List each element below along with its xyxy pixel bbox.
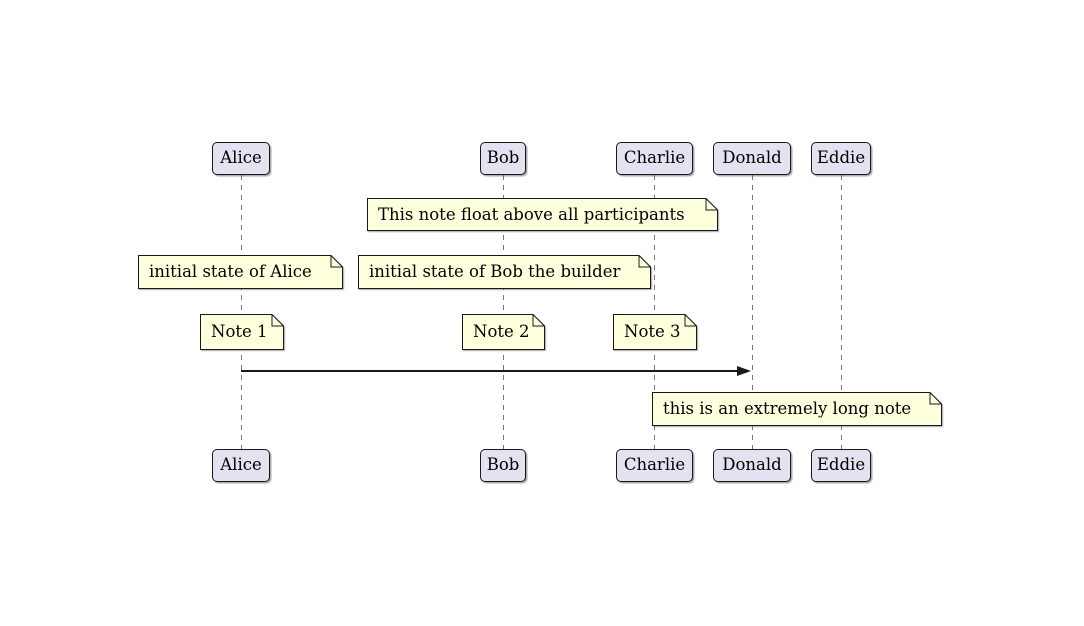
- note-3: Note 3: [613, 314, 697, 351]
- participant-bottom-bob: Bob: [480, 449, 526, 482]
- participant-top-bob: Bob: [480, 142, 526, 175]
- note-text: this is an extremely long note: [663, 399, 912, 419]
- note-text: Note 1: [211, 322, 268, 342]
- note-text: initial state of Bob the builder: [369, 262, 621, 282]
- participant-bottom-charlie: Charlie: [616, 449, 693, 482]
- note-2: Note 2: [462, 314, 545, 351]
- participant-top-eddie: Eddie: [811, 142, 871, 175]
- note-shape: [652, 392, 942, 426]
- note-shape: [613, 314, 697, 350]
- note-1: Note 1: [200, 314, 284, 351]
- float-note: This note float above all participants: [367, 198, 718, 232]
- note-text: Note 2: [473, 322, 530, 342]
- lifeline-bob: [502, 175, 504, 450]
- lifeline-donald: [751, 175, 753, 450]
- note-text: initial state of Alice: [149, 262, 312, 282]
- participant-bottom-donald: Donald: [713, 449, 791, 482]
- note-shape: [462, 314, 545, 350]
- note-shape: [358, 255, 651, 289]
- lifeline-charlie: [653, 175, 655, 450]
- alice-initial-note: initial state of Alice: [138, 255, 343, 290]
- message-arrow-alice-to-donald: [241, 370, 739, 372]
- participant-top-alice: Alice: [212, 142, 270, 175]
- note-text: This note float above all participants: [378, 204, 685, 224]
- message-arrow-alice-to-donald-head-icon: [737, 366, 751, 376]
- note-shape: [200, 314, 284, 350]
- long-note: this is an extremely long note: [652, 392, 942, 427]
- bob-initial-note: initial state of Bob the builder: [358, 255, 651, 290]
- participant-top-charlie: Charlie: [616, 142, 693, 175]
- participant-bottom-eddie: Eddie: [811, 449, 871, 482]
- note-shape: [367, 198, 718, 231]
- note-text: Note 3: [624, 322, 681, 342]
- participant-top-donald: Donald: [713, 142, 791, 175]
- participant-bottom-alice: Alice: [212, 449, 270, 482]
- lifeline-eddie: [840, 175, 842, 450]
- note-shape: [138, 255, 343, 289]
- lifeline-alice: [240, 175, 242, 450]
